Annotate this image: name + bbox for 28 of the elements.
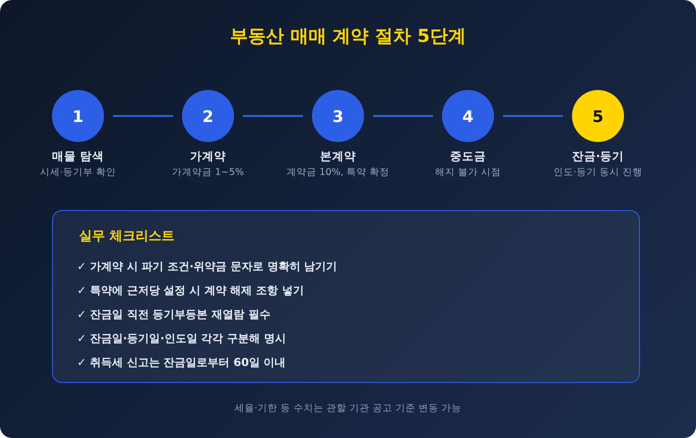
step-circle: 4 (442, 90, 494, 142)
step-circle: 1 (52, 90, 104, 142)
step-circle: 3 (312, 90, 364, 142)
step-title: 잔금·등기 (570, 149, 626, 164)
connector-line (373, 115, 433, 117)
step-circle: 2 (182, 90, 234, 142)
step-description: 시세·등기부 확인 (38, 166, 118, 179)
checklist-item: ✓ 잔금일 직전 등기부등본 재열람 필수 (77, 307, 270, 322)
step-title: 매물 탐색 (50, 149, 105, 164)
step-title: 가계약 (189, 149, 227, 164)
step-description: 인도·등기 동시 진행 (552, 166, 644, 179)
footnote: 세율·기한 등 수치는 관할 기관 공고 기준 변동 가능 (233, 402, 463, 415)
title: 부동산 매매 계약 절차 5단계 (229, 25, 467, 48)
checklist-item: ✓ 취득세 신고는 잔금일로부터 60일 이내 (77, 355, 286, 370)
checklist-item: ✓ 특약에 근저당 설정 시 계약 해제 조항 넣기 (77, 283, 304, 298)
step-title: 중도금 (449, 149, 487, 164)
checklist-panel (52, 210, 640, 383)
step-description: 가계약금 1~5% (170, 166, 246, 179)
step-description: 해지 불가 시점 (434, 166, 502, 179)
step-circle: 5 (572, 90, 624, 142)
checklist-item: ✓ 잔금일·등기일·인도일 각각 구분해 명시 (77, 331, 286, 346)
connector-line (503, 115, 563, 117)
checklist-item: ✓ 가계약 시 파기 조건·위약금 문자로 명확히 남기기 (77, 259, 338, 274)
step-title: 본계약 (319, 149, 357, 164)
step-description: 계약금 10%, 특약 확정 (285, 166, 391, 179)
connector-line (113, 115, 173, 117)
panel-heading: 실무 체크리스트 (79, 228, 175, 245)
connector-line (243, 115, 303, 117)
